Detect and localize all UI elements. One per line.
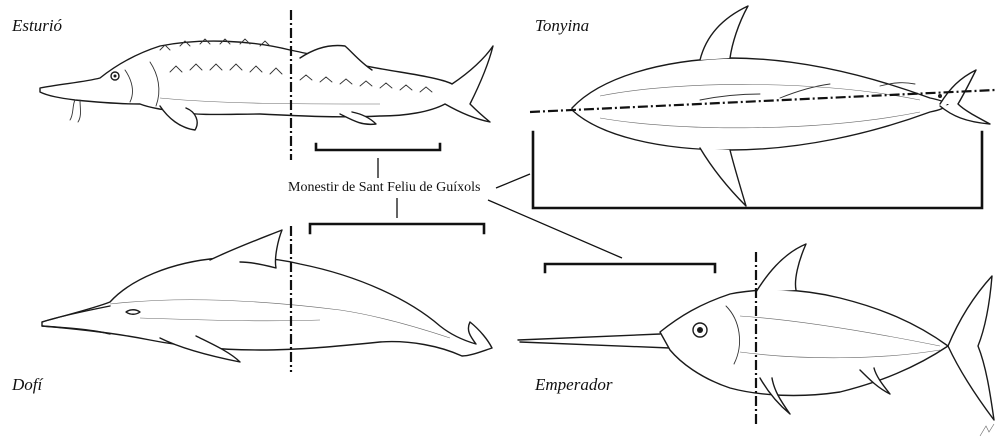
dolphin-scale-bracket: [310, 224, 484, 233]
signature-mark: [980, 424, 994, 436]
label-dolphin: Dofí: [12, 376, 42, 393]
label-swordfish: Emperador: [535, 376, 612, 393]
label-tuna: Tonyina: [535, 17, 589, 34]
dolphin-drawing: [42, 230, 492, 362]
swordfish-scale-bracket: [545, 264, 715, 272]
label-sturgeon: Esturió: [12, 17, 62, 34]
location-label: Monestir de Sant Feliu de Guíxols: [286, 181, 483, 195]
sturgeon-scale-bracket: [316, 144, 440, 150]
tuna-drawing: [530, 6, 995, 206]
sturgeon-drawing: [40, 39, 493, 130]
pointer-to-tuna: [496, 174, 530, 188]
